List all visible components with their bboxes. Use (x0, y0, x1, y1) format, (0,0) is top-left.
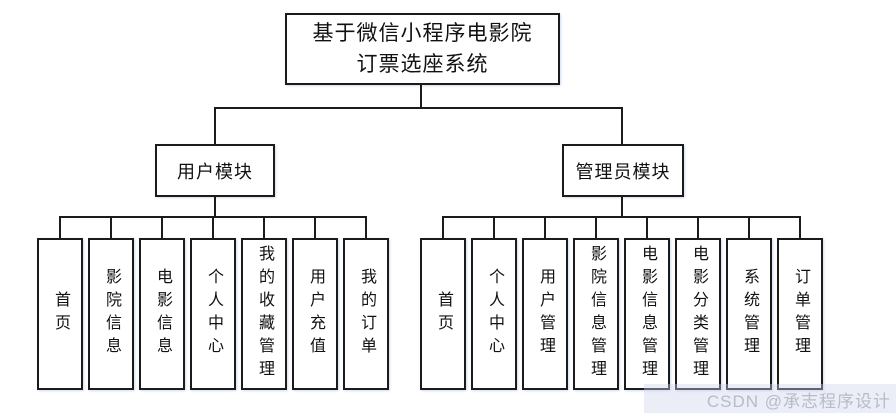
user-module-label: 用户模块 (177, 161, 253, 182)
leaf-cell: 电影分类管理 (675, 216, 721, 390)
module-node-admin: 管理员模块 (562, 144, 684, 197)
leaf-cell: 电影信息管理 (624, 216, 670, 390)
leaf-cell: 个人中心 (190, 216, 236, 390)
leaf-cell: 用户充值 (292, 216, 338, 390)
leaf-cell: 影院信息 (88, 216, 134, 390)
leaf-node: 用户管理 (522, 238, 568, 390)
leaf-node: 我的收藏管理 (241, 238, 287, 390)
leaf-cell: 电影信息 (139, 216, 185, 390)
leaf-label: 个人中心 (486, 268, 503, 360)
leaf-cell: 我的订单 (343, 216, 389, 390)
leaf-cell: 我的收藏管理 (241, 216, 287, 390)
leaf-node: 我的订单 (343, 238, 389, 390)
connector-leaf-stub (110, 216, 112, 238)
leaf-node: 首页 (420, 238, 466, 390)
leaf-cell: 首页 (37, 216, 83, 390)
connector-leaf-stub (493, 216, 495, 238)
module-node-user: 用户模块 (155, 144, 275, 197)
leaf-node: 首页 (37, 238, 83, 390)
admin-module-children: 首页 个人中心 用户管理 影院信息管理 (420, 216, 823, 390)
leaf-node: 用户充值 (292, 238, 338, 390)
watermark: CSDN @承志程序设计 (706, 392, 891, 411)
root-node: 基于微信小程序电影院 订票选座系统 (285, 13, 560, 85)
connector-admin-module-drop (621, 107, 623, 145)
leaf-label: 电影信息管理 (639, 245, 656, 383)
admin-module-label: 管理员模块 (575, 161, 671, 182)
connector-leaf-stub (646, 216, 648, 238)
watermark-background (644, 384, 896, 413)
leaf-label: 订单管理 (792, 268, 809, 360)
leaf-cell: 个人中心 (471, 216, 517, 390)
connector-user-module-drop (214, 107, 216, 145)
user-module-children: 首页 影院信息 电影信息 个人中心 (37, 216, 389, 390)
leaf-label: 影院信息管理 (588, 245, 605, 383)
connector-admin-children-bus (443, 216, 800, 218)
connector-leaf-stub (212, 216, 214, 238)
leaf-label: 用户充值 (307, 268, 324, 360)
connector-leaf-stub (442, 216, 444, 238)
leaf-label: 系统管理 (741, 268, 758, 360)
leaf-node: 订单管理 (777, 238, 823, 390)
connector-admin-module-stem (621, 197, 623, 218)
connector-leaf-stub (748, 216, 750, 238)
leaf-cell: 订单管理 (777, 216, 823, 390)
leaf-cell: 影院信息管理 (573, 216, 619, 390)
connector-root-stem (420, 85, 422, 109)
leaf-label: 个人中心 (205, 268, 222, 360)
leaf-node: 个人中心 (190, 238, 236, 390)
leaf-label: 首页 (52, 291, 69, 337)
leaf-node: 电影信息管理 (624, 238, 670, 390)
leaf-node: 系统管理 (726, 238, 772, 390)
leaf-label: 我的订单 (358, 268, 375, 360)
leaf-node: 影院信息管理 (573, 238, 619, 390)
leaf-label: 影院信息 (103, 268, 120, 360)
connector-leaf-stub (595, 216, 597, 238)
leaf-label: 电影分类管理 (690, 245, 707, 383)
connector-level1-bus (214, 107, 623, 109)
connector-leaf-stub (799, 216, 801, 238)
leaf-cell: 首页 (420, 216, 466, 390)
connector-leaf-stub (59, 216, 61, 238)
connector-leaf-stub (161, 216, 163, 238)
leaf-node: 电影信息 (139, 238, 185, 390)
connector-leaf-stub (544, 216, 546, 238)
root-title-line1: 基于微信小程序电影院 (312, 21, 533, 45)
leaf-cell: 用户管理 (522, 216, 568, 390)
leaf-label: 我的收藏管理 (256, 245, 273, 383)
leaf-cell: 系统管理 (726, 216, 772, 390)
connector-leaf-stub (697, 216, 699, 238)
connector-user-children-bus (60, 216, 366, 218)
leaf-label: 首页 (435, 291, 452, 337)
connector-user-module-stem (214, 197, 216, 218)
connector-leaf-stub (263, 216, 265, 238)
leaf-label: 电影信息 (154, 268, 171, 360)
leaf-label: 用户管理 (537, 268, 554, 360)
connector-leaf-stub (365, 216, 367, 238)
leaf-node: 个人中心 (471, 238, 517, 390)
leaf-node: 影院信息 (88, 238, 134, 390)
connector-leaf-stub (314, 216, 316, 238)
root-title-line2: 订票选座系统 (356, 52, 489, 76)
leaf-node: 电影分类管理 (675, 238, 721, 390)
